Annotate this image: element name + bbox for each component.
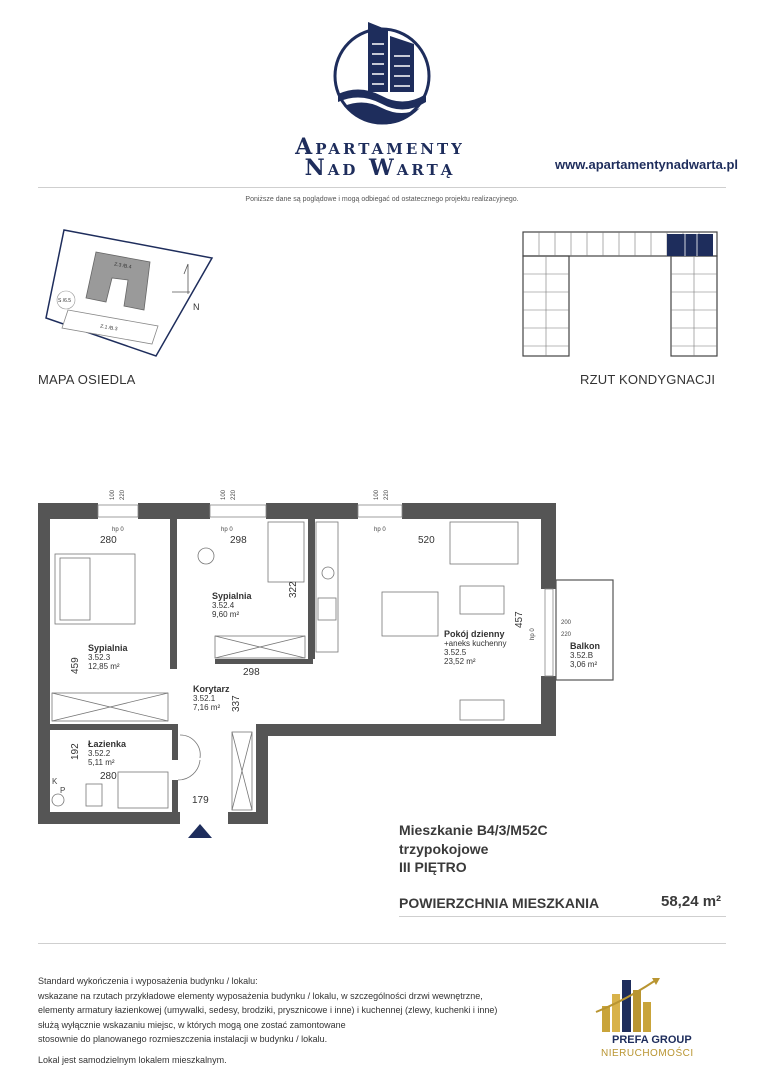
room-area: 12,85 m² xyxy=(88,662,120,671)
window3-label-100: 100 xyxy=(374,489,380,500)
prefa-group-logo xyxy=(595,978,660,1032)
room-corridor: Korytarz 3.52.1 7,16 m² xyxy=(193,684,230,712)
disclaimer-text: Poniższe dane są poglądowe i mogą odbieg… xyxy=(245,196,519,203)
room-bathroom: Łazienka 3.52.2 5,11 m² xyxy=(88,739,126,767)
floor-plan-caption: RZUT KONDYGNACJI xyxy=(580,372,716,387)
window1-label-100: 100 xyxy=(110,489,116,500)
site-map xyxy=(45,229,214,357)
installation-p-label: P xyxy=(60,786,66,795)
apartment-title: Mieszkanie B4/3/M52C xyxy=(399,822,548,838)
installation-k-label: K xyxy=(52,777,58,786)
company-logo xyxy=(333,22,431,125)
room-bedroom-2: Sypialnia 3.52.4 9,60 m² xyxy=(212,591,252,619)
footer-line: służą wyłącznie wskazaniu miejsc, w któr… xyxy=(38,1019,346,1030)
footer-line: stosownie do planowanego rozmieszczenia … xyxy=(38,1034,328,1045)
balcony-door-200: 200 xyxy=(561,620,572,626)
room-area: 7,16 m² xyxy=(193,703,221,712)
dim-living-width: 520 xyxy=(418,535,435,546)
window2-label-100: 100 xyxy=(221,489,227,500)
window1-label-220: 220 xyxy=(120,489,126,500)
footer-standard-text: Standard wykończenia i wyposażenia budyn… xyxy=(38,974,497,1047)
room-balcony: Balkon 3.52.B 3,06 m² xyxy=(570,641,600,669)
room-name: Korytarz xyxy=(193,684,230,694)
dim-bathroom-width: 280 xyxy=(100,771,117,782)
balcony-door-220: 220 xyxy=(561,632,572,638)
room-area: 5,11 m² xyxy=(88,758,115,767)
brand-name-line1: Apartamenty xyxy=(295,134,465,160)
dim-bedroom1-depth: 459 xyxy=(70,657,81,674)
footer-line: Standard wykończenia i wyposażenia budyn… xyxy=(38,976,258,986)
room-area: 23,52 m² xyxy=(444,657,476,666)
footer-line: elementy armatury łazienkowej (umywalki,… xyxy=(38,1005,498,1016)
apartment-area-label: POWIERZCHNIA MIESZKANIA xyxy=(399,895,600,911)
room-name: Sypialnia xyxy=(212,591,252,601)
room-living: Pokój dzienny +aneks kuchenny 3.52.5 23,… xyxy=(444,629,507,666)
sill-height-2: hp 0 xyxy=(221,527,233,533)
dim-bedroom2-width: 298 xyxy=(230,535,247,546)
prefa-group-subtitle: NIERUCHOMOŚCI xyxy=(601,1048,694,1059)
room-name: Pokój dzienny xyxy=(444,629,505,639)
dim-corridor-width: 298 xyxy=(243,667,260,678)
room-area: 9,60 m² xyxy=(212,610,240,619)
room-bedroom-1: Sypialnia 3.52.3 12,85 m² xyxy=(88,643,128,671)
dim-bathroom-depth: 192 xyxy=(70,743,81,760)
room-name: Sypialnia xyxy=(88,643,128,653)
window3-label-220: 220 xyxy=(384,489,390,500)
header-divider xyxy=(38,187,726,188)
apartment-area-value: 58,24 m² xyxy=(661,893,722,910)
dim-corridor-depth: 337 xyxy=(231,695,242,712)
brand-name-line2: Nad Wartą xyxy=(304,155,456,181)
site-circle-label: S /6.5 xyxy=(58,298,72,304)
website-link[interactable]: www.apartamentynadwarta.pl xyxy=(555,157,739,172)
sill-height-3: hp 0 xyxy=(374,527,386,533)
sill-height-1: hp 0 xyxy=(112,527,124,533)
room-number: 3.52.2 xyxy=(88,749,111,758)
room-name: Balkon xyxy=(570,641,601,651)
apartment-type: trzypokojowe xyxy=(399,841,489,857)
apartment-floor: III PIĘTRO xyxy=(399,859,467,875)
dim-bedroom1-width: 280 xyxy=(100,535,117,546)
balcony-door-sill: hp 0 xyxy=(530,628,536,640)
room-number: 3.52.5 xyxy=(444,648,467,657)
room-number: 3.52.B xyxy=(570,651,594,660)
site-map-caption: MAPA OSIEDLA xyxy=(38,372,136,387)
room-number: 3.52.4 xyxy=(212,601,235,610)
window2-label-220: 220 xyxy=(231,489,237,500)
floor-key-plan xyxy=(522,231,718,357)
north-label: N xyxy=(193,302,200,312)
room-subtitle: +aneks kuchenny xyxy=(444,639,507,648)
footer-line: wskazane na rzutach przykładowe elementy… xyxy=(38,990,483,1001)
footer-divider xyxy=(38,943,726,944)
dim-entrance-width: 179 xyxy=(192,795,209,806)
footer-note: Lokal jest samodzielnym lokalem mieszkal… xyxy=(38,1055,227,1065)
room-number: 3.52.3 xyxy=(88,653,111,662)
info-divider xyxy=(399,916,726,917)
dim-living-depth: 457 xyxy=(514,611,525,628)
dim-bedroom2-depth: 322 xyxy=(288,581,299,598)
prefa-group-name: PREFA GROUP xyxy=(612,1034,692,1046)
room-number: 3.52.1 xyxy=(193,694,216,703)
room-area: 3,06 m² xyxy=(570,660,598,669)
room-name: Łazienka xyxy=(88,739,127,749)
apartment-plan xyxy=(38,503,614,838)
